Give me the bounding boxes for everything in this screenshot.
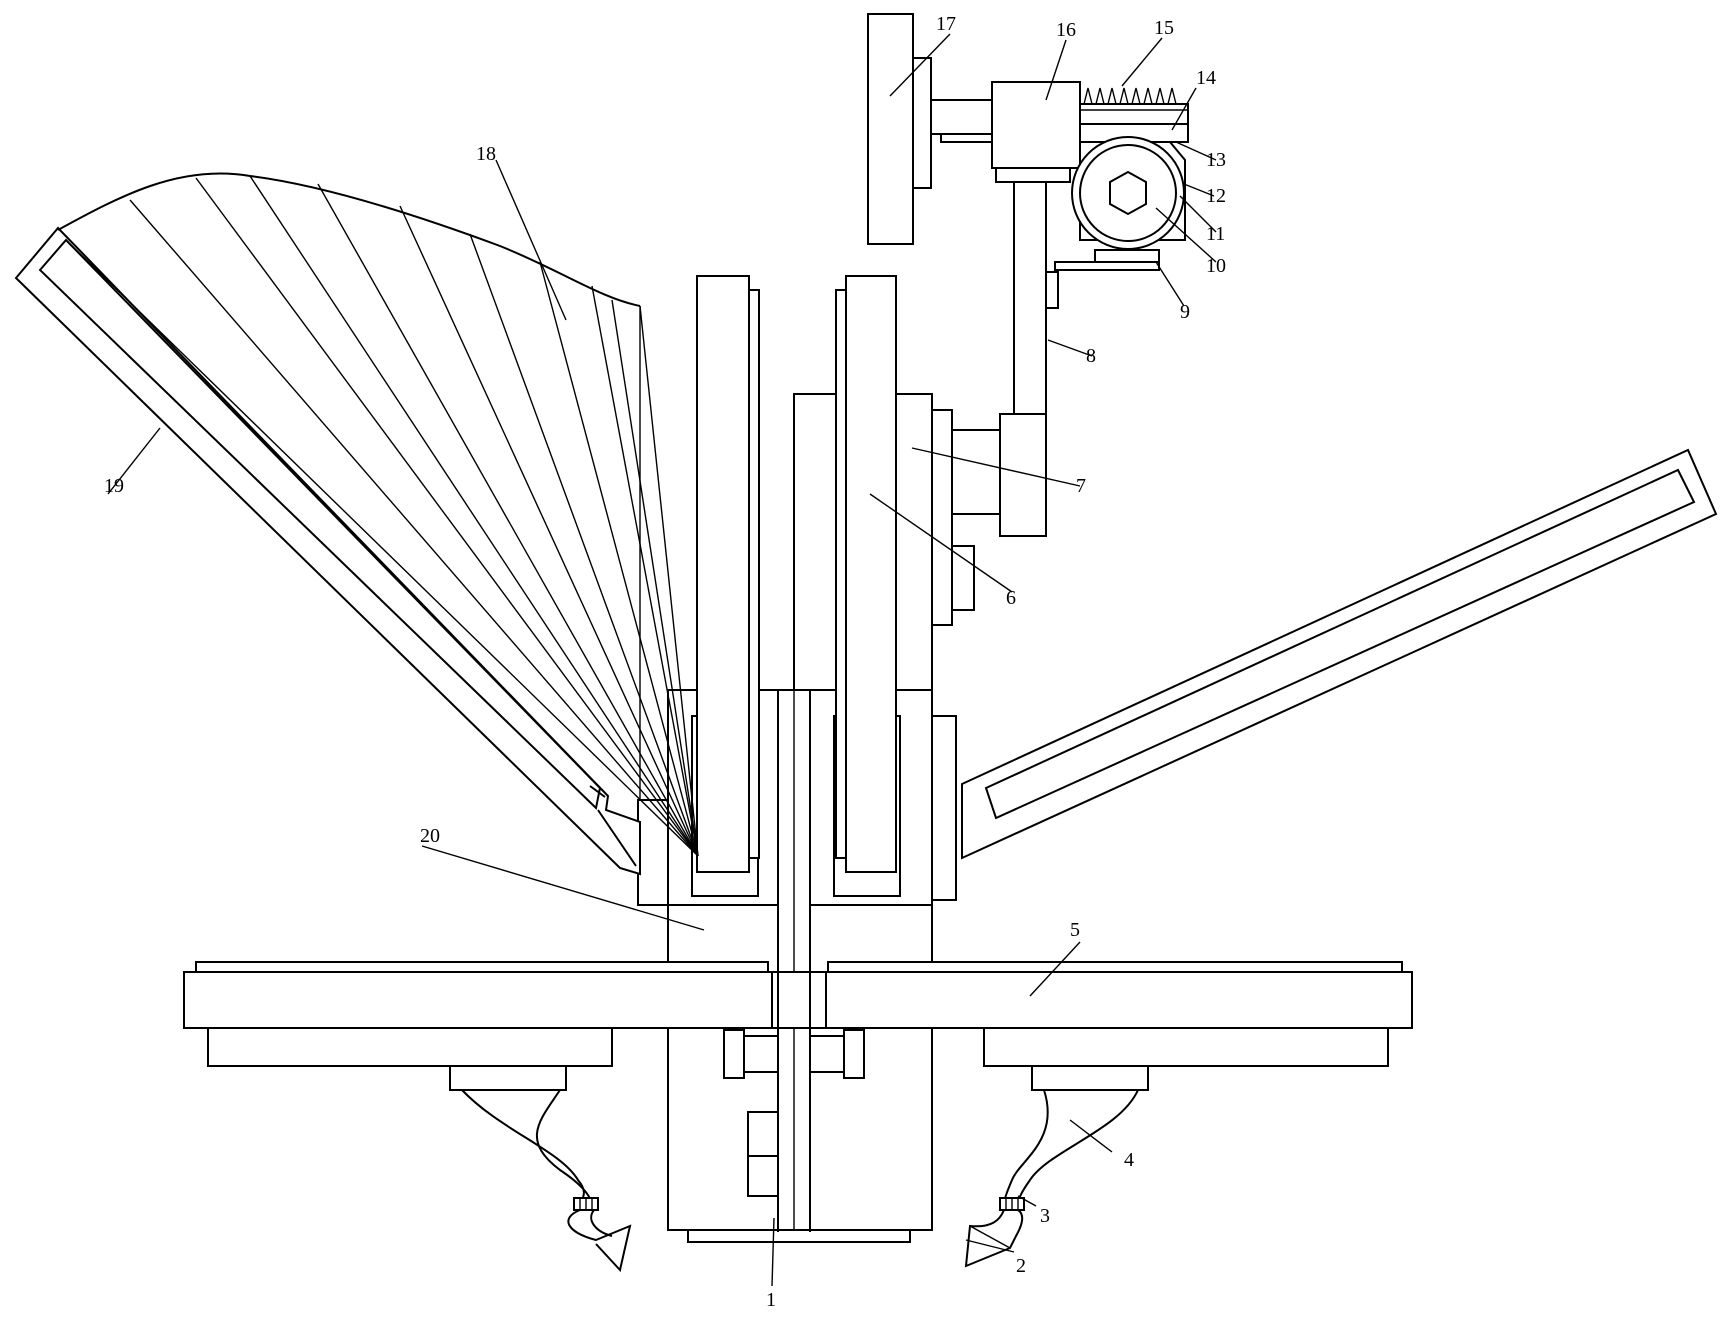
fan-blade-line: [65, 239, 699, 857]
label-5: 5: [1070, 919, 1080, 941]
leader-7: [911, 447, 1081, 487]
part-7-axle: [951, 429, 1001, 515]
label-20: 20: [420, 825, 440, 847]
part-5-base-plate: [183, 960, 1413, 1232]
label-7: 7: [1076, 475, 1086, 497]
part-18-fan-blades: [57, 172, 699, 857]
leader-17: [889, 33, 951, 97]
fan-blade-line: [317, 183, 699, 857]
leader-16: [1045, 39, 1067, 101]
part-17-wheel: [867, 13, 932, 245]
label-11: 11: [1206, 223, 1225, 245]
label-13: 13: [1206, 149, 1226, 171]
leader-1: [771, 1217, 775, 1287]
label-17: 17: [936, 13, 956, 35]
label-18: 18: [476, 143, 496, 165]
part-9-bracket: [1045, 249, 1160, 309]
label-16: 16: [1056, 19, 1076, 41]
leader-11: [1179, 195, 1217, 233]
label-10: 10: [1206, 255, 1226, 277]
label-8: 8: [1086, 345, 1096, 367]
fan-blade-line: [591, 285, 699, 857]
leader-8: [1047, 339, 1093, 357]
part-3-connectors: [573, 1197, 1025, 1211]
label-19: 19: [104, 475, 124, 497]
part-6-right-disc: [835, 275, 897, 873]
leader-15: [1121, 37, 1163, 87]
part-15-spikes: [1083, 87, 1177, 105]
leader-3: [1017, 1195, 1037, 1207]
leader-12: [1183, 183, 1215, 197]
leader-19: [107, 427, 161, 495]
left-disc: [696, 275, 760, 873]
leader-13: [1175, 141, 1217, 161]
label-9: 9: [1180, 301, 1190, 323]
leader-2: [965, 1239, 1015, 1253]
leader-10: [1155, 207, 1217, 263]
part-labels: 1 2 3 4 5 6 7 8 9 10 11 12 13 14 15 16 1…: [104, 13, 1226, 1311]
leader-4: [1069, 1119, 1113, 1153]
part-2-nozzles: [567, 1209, 1024, 1273]
right-chute: [961, 448, 1718, 860]
part-14-rail: [1079, 103, 1189, 143]
leader-20: [421, 845, 705, 931]
fan-blade-line: [611, 299, 699, 857]
label-2: 2: [1016, 1255, 1026, 1277]
label-3: 3: [1040, 1205, 1050, 1227]
part-10-hub: [1109, 170, 1147, 216]
shaft-upper: [930, 99, 994, 143]
label-14: 14: [1196, 67, 1216, 89]
label-6: 6: [1006, 587, 1016, 609]
leader-14: [1171, 87, 1197, 131]
fan-blade-line: [639, 305, 699, 857]
fan-blade-line: [469, 233, 699, 857]
leader-5: [1029, 941, 1081, 997]
label-12: 12: [1206, 185, 1226, 207]
fan-blade-line: [249, 175, 699, 857]
leader-lines: [107, 33, 1217, 1287]
fan-blade-line: [129, 199, 699, 857]
fan-blade-line: [539, 261, 699, 857]
leader-18: [495, 159, 567, 321]
label-1: 1: [766, 1289, 776, 1311]
part-16-block: [991, 81, 1081, 183]
fan-blade-line: [399, 205, 699, 857]
fan-blade-line: [195, 177, 699, 857]
part-8-arm: [999, 181, 1047, 537]
leader-6: [869, 493, 1013, 593]
leader-9: [1155, 261, 1185, 307]
part-19-fan-frame: [14, 226, 641, 876]
label-4: 4: [1124, 1149, 1134, 1171]
label-15: 15: [1154, 17, 1174, 39]
